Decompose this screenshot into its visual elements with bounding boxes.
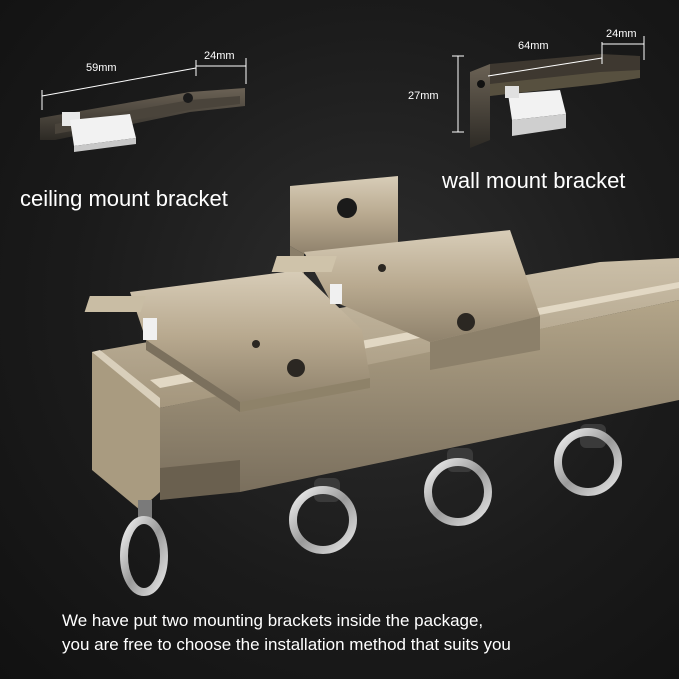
wall-length-dimension: 64mm xyxy=(518,40,549,52)
ceiling-bracket-title: ceiling mount bracket xyxy=(20,186,228,211)
wall-bracket-title: wall mount bracket xyxy=(442,168,626,193)
wall-bracket-mounted xyxy=(271,230,540,370)
wall-bracket-thumbnail xyxy=(452,36,645,148)
ring-hook xyxy=(120,500,168,596)
ring-1 xyxy=(289,478,357,554)
caption-line-2: you are free to choose the installation … xyxy=(62,635,511,654)
ceiling-bracket-mounted xyxy=(84,270,370,412)
runner-rings xyxy=(120,424,622,596)
caption-line-1: We have put two mounting brackets inside… xyxy=(62,611,484,630)
ceiling-length-dimension: 59mm xyxy=(86,62,117,74)
ring-2 xyxy=(424,448,492,526)
ring-3 xyxy=(554,424,622,496)
ceiling-width-dimension: 24mm xyxy=(204,50,235,62)
wall-height-dimension: 27mm xyxy=(408,90,439,102)
ceiling-bracket-thumbnail xyxy=(40,58,247,152)
wall-width-dimension: 24mm xyxy=(606,28,637,40)
